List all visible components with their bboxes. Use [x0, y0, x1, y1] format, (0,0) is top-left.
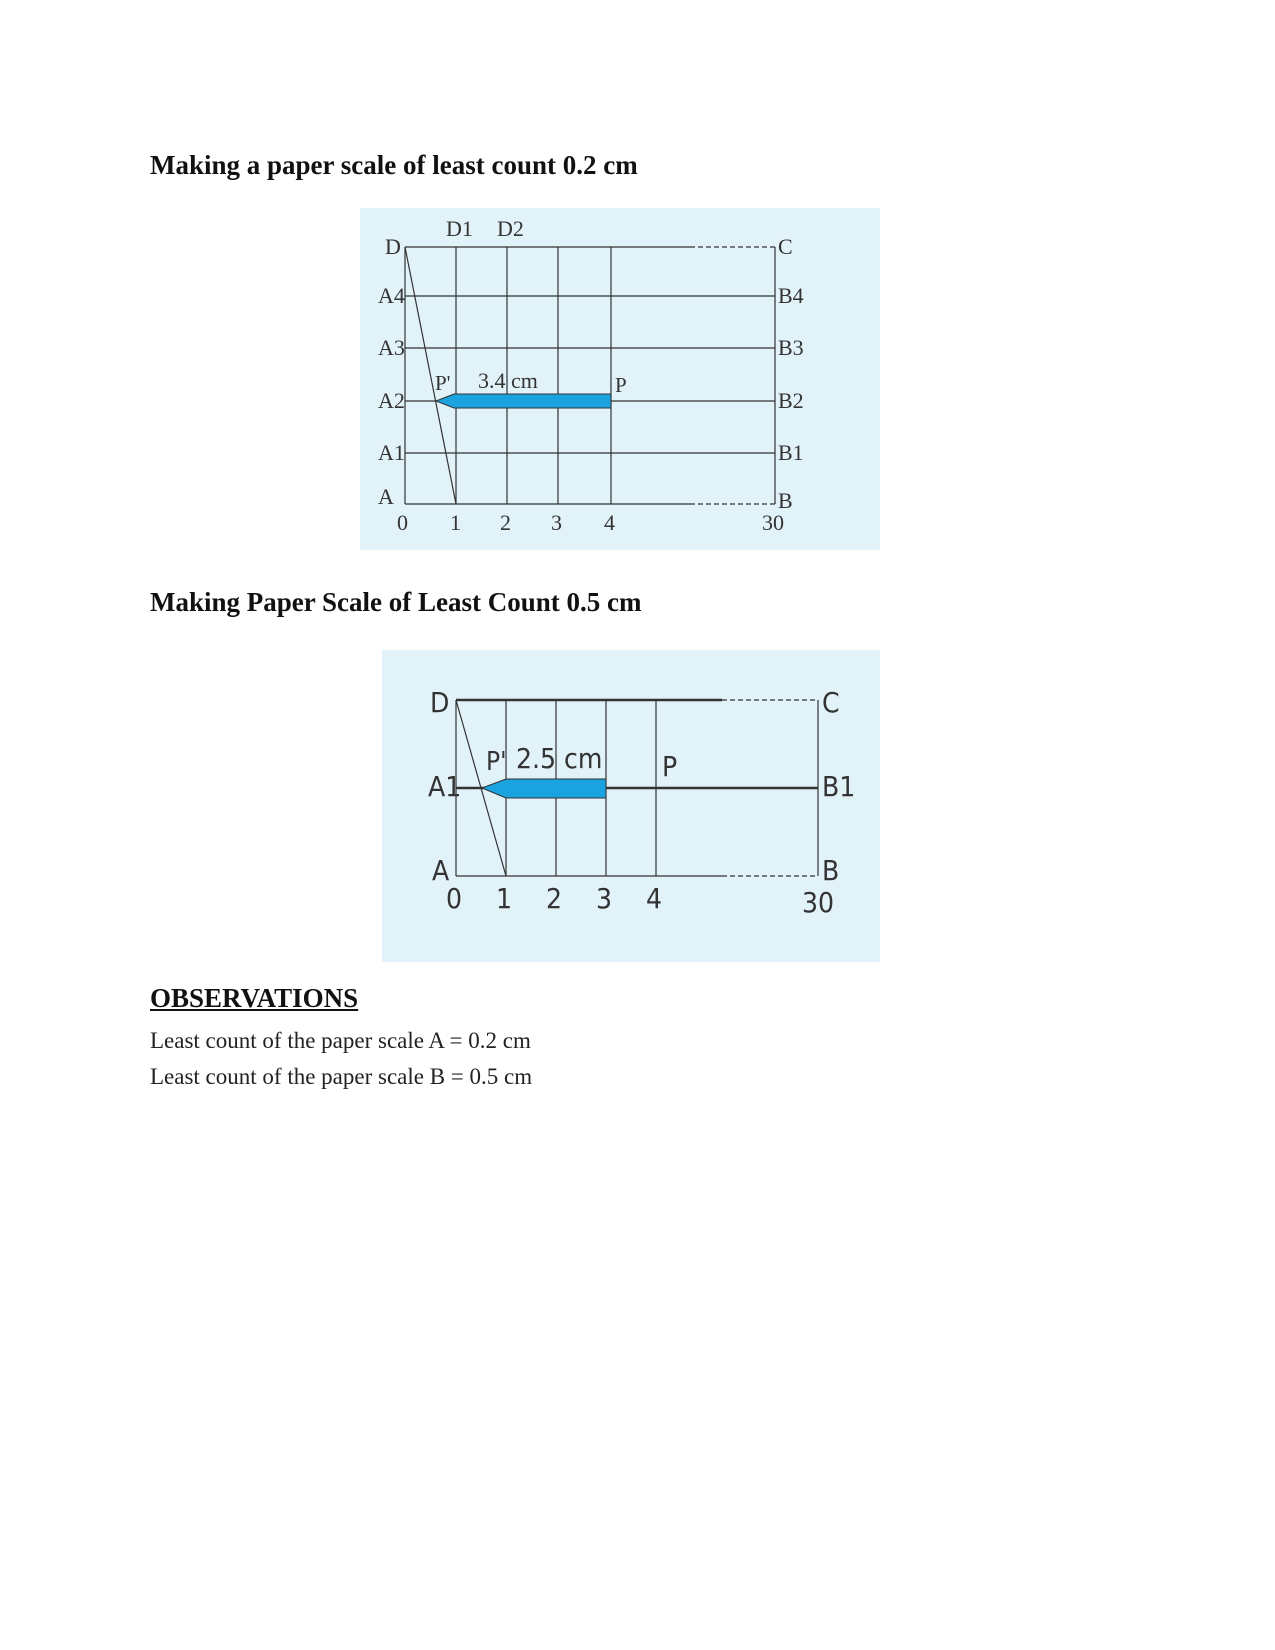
tick-label-1: 1	[496, 882, 512, 915]
label-A4: A4	[378, 283, 405, 308]
tick-label-0: 0	[446, 882, 462, 915]
label-A3: A3	[378, 335, 405, 360]
label-A1: A1	[378, 440, 405, 465]
tick-label-30: 30	[762, 510, 784, 535]
tick-label-4: 4	[646, 882, 662, 915]
label-A2: A2	[378, 388, 405, 413]
measurement-label: 2.5 cm	[516, 742, 602, 775]
label-D1: D1	[446, 216, 473, 241]
paper-scale-figure-02cm: D D1 D2 C A4 A3 A2 A1 A B4 B3 B2 B1 B 0 …	[360, 208, 880, 550]
pointer-bar-2	[480, 778, 607, 799]
label-D: D	[385, 234, 401, 259]
label-B4: B4	[778, 283, 804, 308]
label-D: D	[430, 686, 449, 719]
figure-2-diagram: D C A1 A B1 B 0 1 2 3 4 30 P' P 2.5 cm	[428, 686, 855, 919]
label-D2: D2	[497, 216, 524, 241]
scale-grid-lines	[404, 246, 776, 505]
label-B1: B1	[778, 440, 804, 465]
observations-title: OBSERVATIONS	[150, 983, 359, 1013]
label-C: C	[822, 686, 840, 719]
label-B: B	[778, 488, 793, 513]
label-P-prime: P'	[486, 747, 507, 777]
tick-label-30: 30	[802, 886, 834, 919]
label-A1: A1	[428, 770, 461, 803]
label-P: P	[662, 750, 677, 783]
label-P: P	[615, 373, 627, 397]
section-title-2: Making Paper Scale of Least Count 0.5 cm	[150, 587, 642, 617]
label-P-prime: P'	[435, 371, 450, 395]
tick-label-1: 1	[450, 510, 461, 535]
paper-scale-figure-05cm: D C A1 A B1 B 0 1 2 3 4 30 P' P 2.5 cm	[382, 650, 880, 962]
tick-label-4: 4	[604, 510, 615, 535]
label-C: C	[778, 234, 793, 259]
label-B2: B2	[778, 388, 804, 413]
tick-label-2: 2	[546, 882, 562, 915]
tick-label-0: 0	[397, 510, 408, 535]
tick-label-3: 3	[551, 510, 562, 535]
label-B: B	[822, 854, 839, 887]
tick-label-2: 2	[500, 510, 511, 535]
observation-line-2: Least count of the paper scale B = 0.5 c…	[150, 1064, 533, 1089]
label-B3: B3	[778, 335, 804, 360]
measurement-label: 3.4 cm	[478, 368, 538, 393]
section-title-1: Making a paper scale of least count 0.2 …	[150, 150, 638, 180]
pointer-bar	[434, 393, 612, 409]
label-A: A	[378, 484, 394, 509]
tick-label-3: 3	[596, 882, 612, 915]
label-A: A	[432, 854, 450, 887]
observation-line-1: Least count of the paper scale A = 0.2 c…	[150, 1028, 531, 1053]
figure-1-diagram: D D1 D2 C A4 A3 A2 A1 A B4 B3 B2 B1 B 0 …	[378, 216, 804, 535]
label-B1: B1	[822, 770, 855, 803]
